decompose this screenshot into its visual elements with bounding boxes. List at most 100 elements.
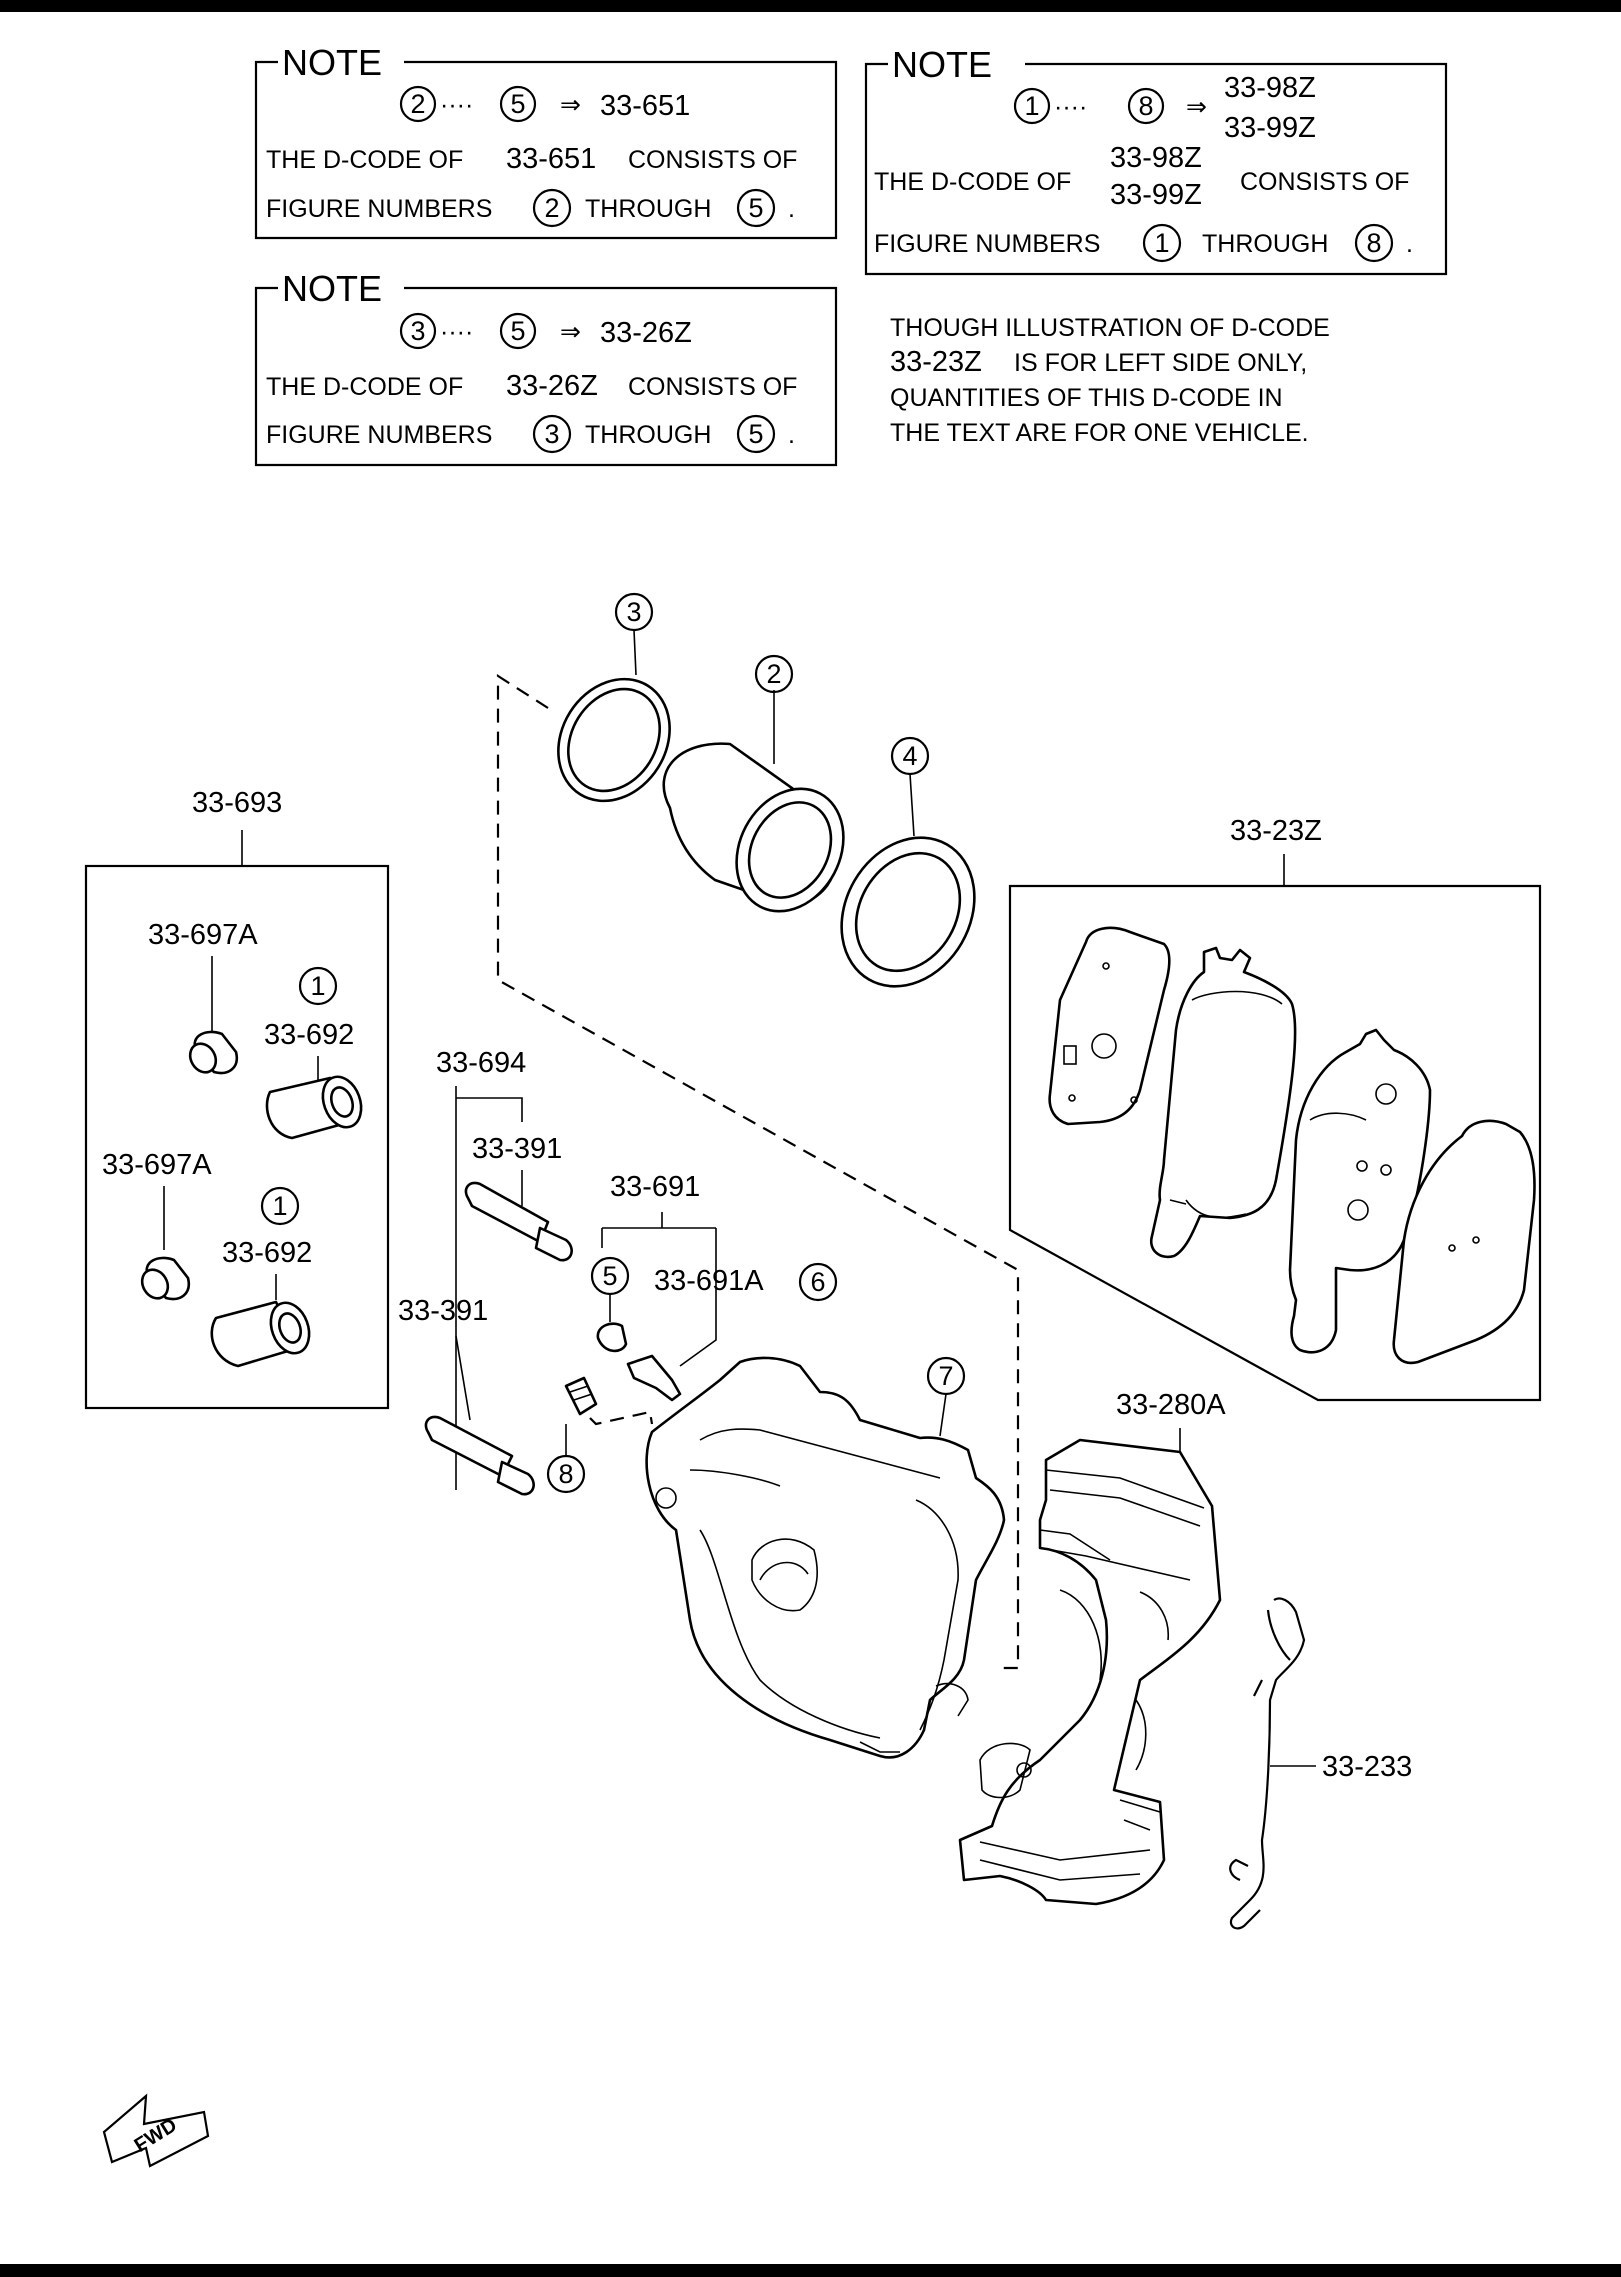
note-3-line2-from: 3 bbox=[544, 419, 559, 449]
illustration-note-line2-rest: IS FOR LEFT SIDE ONLY, bbox=[1014, 349, 1307, 377]
note-3-line2-to-circle bbox=[736, 414, 776, 454]
label-33-391-lower: 33-391 bbox=[398, 1295, 488, 1327]
callout-5: 5 bbox=[602, 1261, 617, 1291]
note-2-title: NOTE bbox=[892, 44, 992, 85]
label-33-692-top: 33-692 bbox=[264, 1019, 354, 1051]
leader-33-391-lower bbox=[455, 1335, 471, 1421]
note-1-range-to-circle bbox=[499, 85, 537, 123]
note-2-arrow: ⇒ bbox=[1186, 93, 1207, 121]
note-1-title: NOTE bbox=[282, 42, 382, 83]
piston bbox=[662, 690, 845, 913]
note-1-line2-to: 5 bbox=[748, 193, 763, 223]
callout-8: 8 bbox=[558, 1459, 573, 1489]
label-33-691a: 33-691A bbox=[654, 1265, 764, 1297]
note-1-line2-prefix: FIGURE NUMBERS bbox=[266, 195, 492, 223]
leader-33-694 bbox=[455, 1086, 523, 1490]
note-3-range-from: 3 bbox=[410, 316, 425, 346]
callout-3-circle bbox=[614, 592, 654, 632]
note-3-line2-from-circle bbox=[532, 414, 572, 454]
note-1-dots: ···· bbox=[440, 91, 473, 119]
callout-1b: 1 bbox=[272, 1191, 287, 1221]
illustration-note-line2-code: 33-23Z bbox=[890, 346, 982, 378]
guide-pin-lower bbox=[424, 1415, 535, 1496]
note-3-period: . bbox=[788, 421, 795, 449]
note-3-arrow: ⇒ bbox=[560, 318, 581, 346]
brake-pad-set-box bbox=[1008, 884, 1542, 1402]
illustration-note-line3: QUANTITIES OF THIS D-CODE IN bbox=[890, 384, 1283, 412]
note-2-line2-from-circle bbox=[1142, 223, 1182, 263]
note-2-range-to: 8 bbox=[1138, 91, 1153, 121]
note-3-dots: ···· bbox=[440, 318, 473, 346]
illustration-note-line1: THOUGH ILLUSTRATION OF D-CODE bbox=[890, 314, 1330, 342]
note-2-range-to-circle bbox=[1127, 87, 1165, 125]
caliper-assembly-dashed-outline bbox=[496, 673, 1020, 1670]
label-33-694: 33-694 bbox=[436, 1047, 526, 1079]
note-3-line1-prefix: THE D-CODE OF bbox=[266, 373, 463, 401]
note-1-period: . bbox=[788, 195, 795, 223]
note-2-range-from: 1 bbox=[1024, 91, 1039, 121]
callout-1b-circle bbox=[260, 1186, 300, 1226]
note-1-range-from: 2 bbox=[410, 89, 425, 119]
note-1-range-from-circle bbox=[399, 85, 437, 123]
pin-boot-bottom bbox=[140, 1256, 191, 1301]
bleeder-cap bbox=[596, 1322, 628, 1353]
dust-boot bbox=[840, 773, 976, 988]
note-1-line2-mid: THROUGH bbox=[585, 195, 711, 223]
callout-2: 2 bbox=[766, 659, 781, 689]
pin-boot-top bbox=[188, 1030, 239, 1075]
note-2-line2-mid: THROUGH bbox=[1202, 230, 1328, 258]
note-1-result-code: 33-651 bbox=[600, 90, 690, 122]
note-3-range-to-circle bbox=[499, 312, 537, 350]
note-3-range-to: 5 bbox=[510, 316, 525, 346]
pin-bushing-bottom bbox=[210, 1300, 311, 1368]
note-1-line2-from: 2 bbox=[544, 193, 559, 223]
guide-pin-upper bbox=[464, 1181, 573, 1262]
note-3-line2-mid: THROUGH bbox=[585, 421, 711, 449]
label-33-693: 33-693 bbox=[192, 787, 282, 819]
callout-6-circle bbox=[798, 1262, 838, 1302]
note-1-line1-prefix: THE D-CODE OF bbox=[266, 146, 463, 174]
note-3-range-from-circle bbox=[399, 312, 437, 350]
illustration-note: THOUGH ILLUSTRATION OF D-CODE 33-23Z IS … bbox=[890, 314, 1330, 447]
pad-shim-inner bbox=[1392, 1119, 1536, 1365]
note-3-line1-suffix: CONSISTS OF bbox=[628, 373, 797, 401]
hose-bolt-dashed-link bbox=[589, 1410, 654, 1426]
callout-1a: 1 bbox=[310, 971, 325, 1001]
anti-rattle-spring bbox=[1229, 1597, 1306, 1930]
piston-seal bbox=[557, 629, 671, 803]
note-3-title: NOTE bbox=[282, 268, 382, 309]
note-2-range-from-circle bbox=[1013, 87, 1051, 125]
caliper-mounting-bracket bbox=[958, 1438, 1222, 1906]
note-2-line2-prefix: FIGURE NUMBERS bbox=[874, 230, 1100, 258]
label-33-23z: 33-23Z bbox=[1230, 815, 1322, 847]
pad-outer bbox=[1149, 946, 1297, 1259]
note-1-range-to: 5 bbox=[510, 89, 525, 119]
leader-33-691 bbox=[601, 1212, 717, 1367]
note-box-1: NOTE 2 ···· 5 ⇒ 33-651 THE D-CODE OF 33-… bbox=[254, 42, 838, 240]
note-2-line1-suffix: CONSISTS OF bbox=[1240, 168, 1409, 196]
note-1-line2-to-circle bbox=[736, 188, 776, 228]
label-33-697a-top: 33-697A bbox=[148, 919, 258, 951]
note-2-period: . bbox=[1406, 230, 1413, 258]
note-3-result-code: 33-26Z bbox=[600, 317, 692, 349]
note-2-line2-to: 8 bbox=[1366, 228, 1381, 258]
callout-1a-circle bbox=[298, 966, 338, 1006]
bottom-border-bar bbox=[0, 2264, 1621, 2277]
callout-6: 6 bbox=[810, 1267, 825, 1297]
callout-2-circle bbox=[754, 654, 794, 694]
callout-4-circle bbox=[890, 736, 930, 776]
label-33-280a: 33-280A bbox=[1116, 1389, 1226, 1421]
note-2-line1-code-1: 33-98Z bbox=[1110, 142, 1202, 174]
note-1-line2-from-circle bbox=[532, 188, 572, 228]
callout-4: 4 bbox=[902, 741, 917, 771]
note-2-line2-from: 1 bbox=[1154, 228, 1169, 258]
note-2-result-code-2: 33-99Z bbox=[1224, 112, 1316, 144]
label-33-697a-bottom: 33-697A bbox=[102, 1149, 212, 1181]
note-3-line2-prefix: FIGURE NUMBERS bbox=[266, 421, 492, 449]
note-2-line2-to-circle bbox=[1354, 223, 1394, 263]
pad-shim-outer bbox=[1048, 926, 1171, 1126]
illustration-note-line4: THE TEXT ARE FOR ONE VEHICLE. bbox=[890, 419, 1309, 447]
note-box-2: NOTE 1 ···· 8 ⇒ 33-98Z 33-99Z THE D-CODE… bbox=[864, 44, 1448, 276]
note-1-arrow: ⇒ bbox=[560, 91, 581, 119]
callout-7: 7 bbox=[938, 1361, 953, 1391]
